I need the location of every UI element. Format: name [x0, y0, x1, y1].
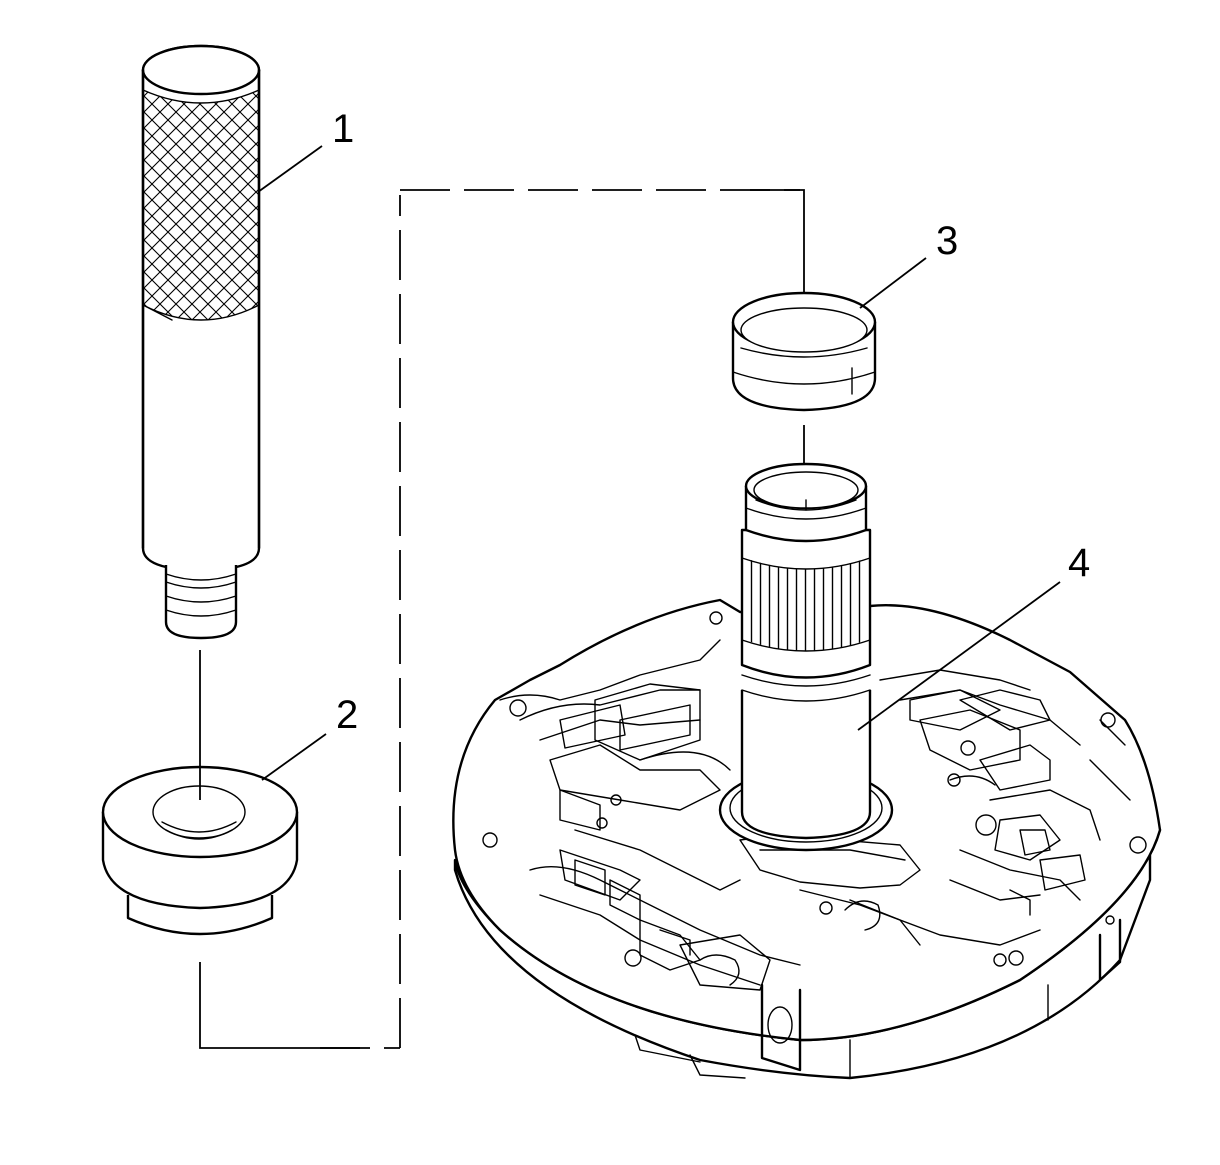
callout-1: 1	[257, 107, 354, 193]
callout-4: 4	[857, 541, 1090, 731]
callout-3-label: 3	[936, 219, 958, 263]
installer-adapter-icon	[101, 765, 299, 936]
callout-2-label: 2	[336, 693, 358, 737]
assembly-path-lines	[199, 189, 805, 1049]
callout-4-label: 4	[1068, 541, 1090, 585]
bushing-icon	[731, 291, 877, 412]
installer-handle-icon	[141, 44, 261, 640]
callout-2: 2	[261, 693, 358, 781]
pump-cover-stator-shaft-icon	[452, 462, 1162, 1080]
callout-1-label: 1	[332, 107, 354, 151]
callout-3: 3	[859, 219, 958, 309]
